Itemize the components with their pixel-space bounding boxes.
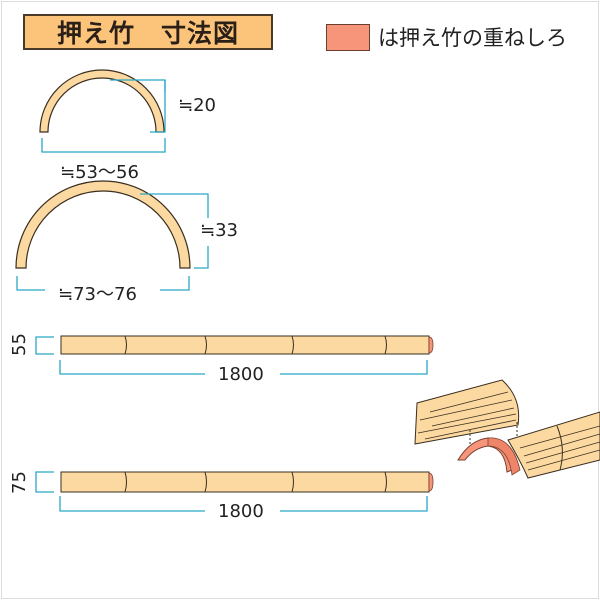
page-title: 押え竹 寸法図 (56, 19, 239, 48)
small-arc-dimensions (41, 79, 166, 153)
rod-55-length-label: 1800 (218, 364, 264, 385)
large-arc-width-label: ≒73〜76 (58, 284, 137, 305)
legend-text: は押え竹の重ねしろ (378, 26, 567, 50)
legend: は押え竹の重ねしろ (326, 22, 567, 52)
title-box: 押え竹 寸法図 (23, 14, 273, 50)
rod-75-diameter-label: 75 (8, 471, 30, 494)
large-arc-height-label: ≒33 (200, 220, 239, 241)
overlap-illustration (414, 379, 600, 479)
rod-75-length-label: 1800 (218, 501, 264, 522)
overlap-swatch (326, 23, 370, 51)
small-arc-profile (39, 69, 165, 133)
rod-75-dimensions (35, 471, 428, 512)
large-arc-dimensions (16, 193, 209, 291)
rod-55 (60, 335, 434, 355)
rod-55-diameter-label: 55 (8, 333, 30, 356)
large-arc-profile (15, 180, 191, 269)
small-arc-height-label: ≒20 (178, 95, 217, 116)
small-arc-width-label: ≒53〜56 (60, 162, 139, 183)
rod-55-dimensions (35, 336, 428, 375)
rod-75 (60, 471, 434, 493)
